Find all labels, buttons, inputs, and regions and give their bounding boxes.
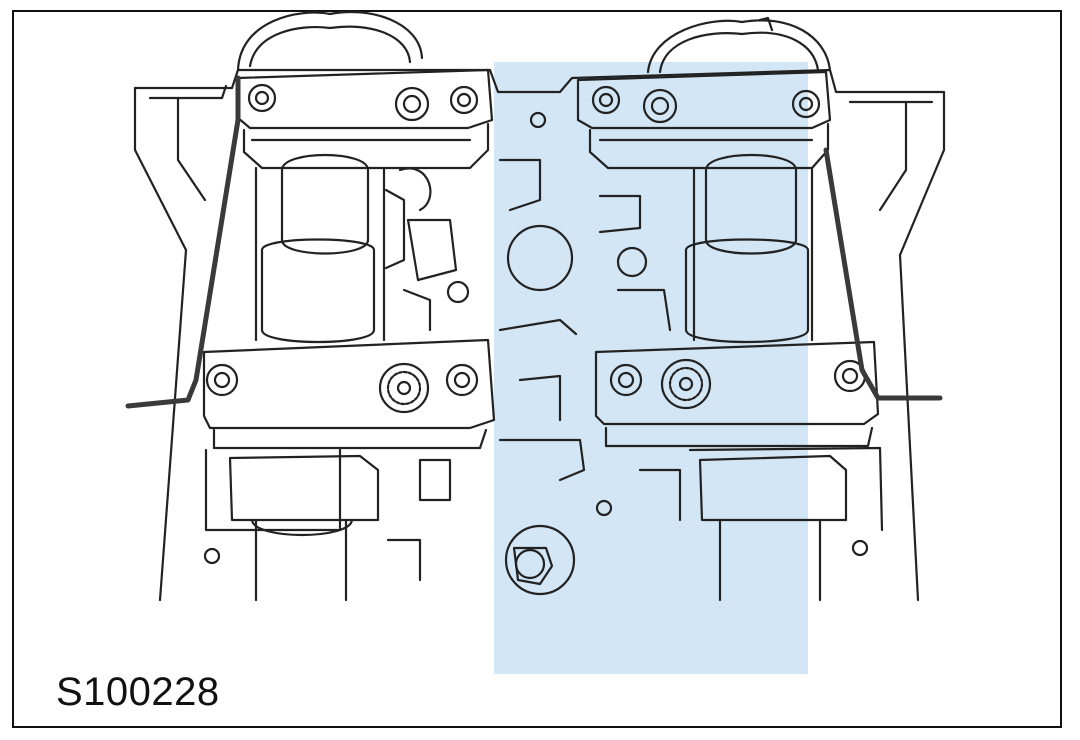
right-sprocket bbox=[646, 19, 832, 74]
upper-bolts bbox=[247, 83, 821, 124]
watermark-band bbox=[494, 62, 808, 674]
upper-right-bearing-cap bbox=[576, 70, 832, 130]
lower-right-bearing-cap bbox=[594, 340, 880, 426]
figure-code: S100228 bbox=[56, 670, 220, 714]
lower-left-bearing-cap bbox=[202, 338, 496, 430]
center-port bbox=[506, 224, 574, 292]
right-camshaft-end bbox=[660, 358, 712, 410]
camshaft-locking-tool bbox=[125, 75, 943, 409]
upper-left-bearing-cap bbox=[236, 68, 494, 130]
center-plug bbox=[504, 524, 576, 596]
figure-frame bbox=[12, 10, 1062, 728]
left-sprocket bbox=[236, 10, 424, 72]
left-camshaft-end bbox=[378, 362, 430, 414]
